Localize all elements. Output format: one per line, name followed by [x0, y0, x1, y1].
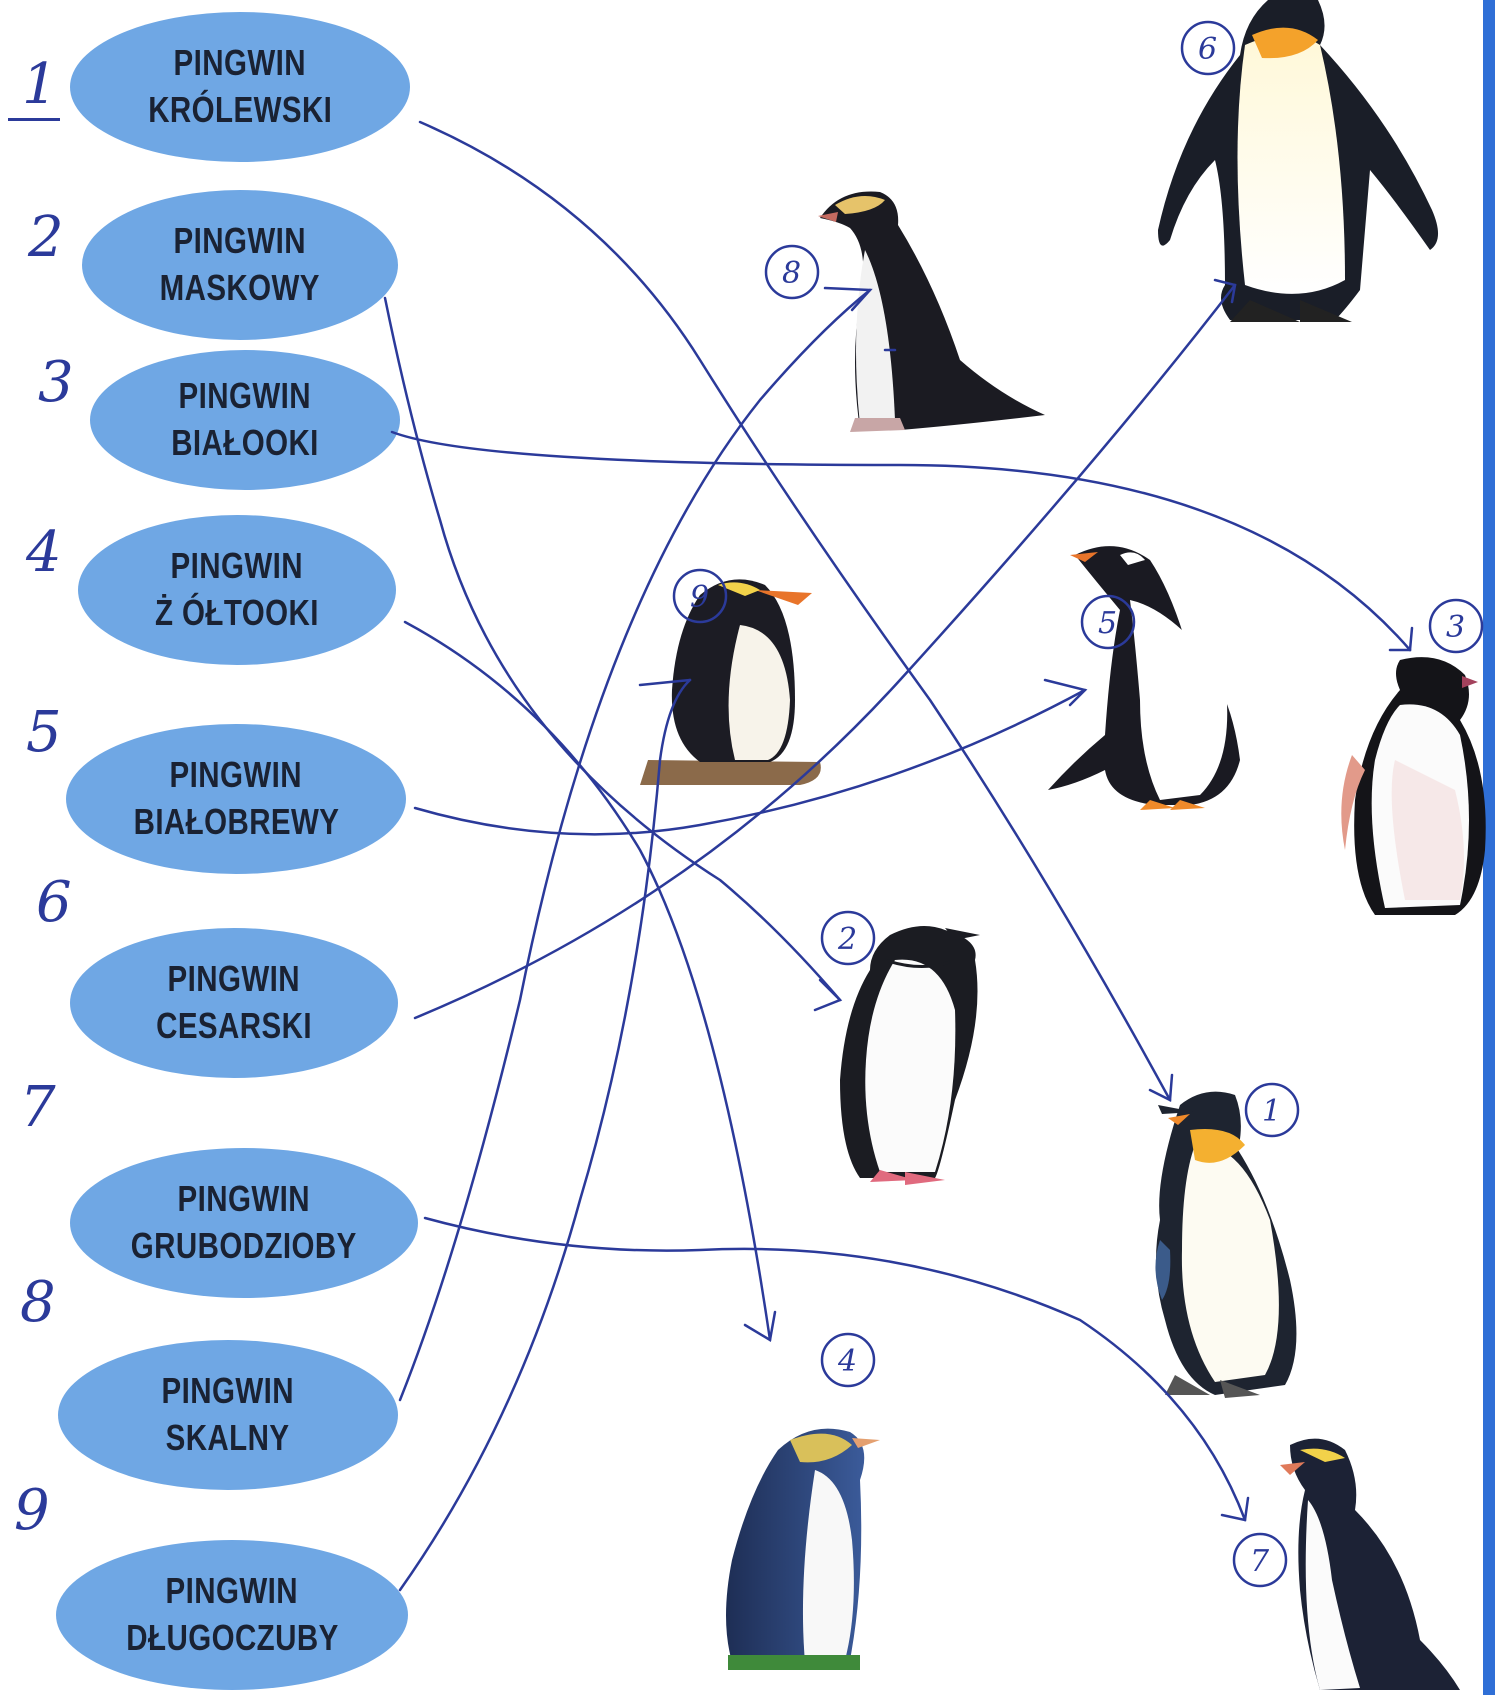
- hand-number-1: 1: [22, 52, 58, 117]
- hand-number-8: 8: [20, 1270, 56, 1335]
- label-line: PINGWIN: [170, 545, 304, 587]
- line-8-to-rockhopper-upper: [398, 288, 872, 1402]
- label-line: PINGWIN: [169, 754, 303, 796]
- photo-number-4: 4: [837, 1344, 857, 1379]
- circle-4: [820, 1332, 876, 1388]
- connector-lines: [383, 120, 1414, 1592]
- label-species: BIAŁOOKI: [171, 422, 319, 463]
- label-pill-3: PINGWIN BIAŁOOKI: [90, 350, 400, 490]
- label-species: DŁUGOCZUBY: [125, 1617, 339, 1658]
- line-9-to-rockhopper: [398, 678, 692, 1592]
- hand-number-9: 9: [14, 1478, 50, 1543]
- page-edge-bar: [1483, 0, 1495, 1695]
- label-line: PINGWIN: [165, 1570, 299, 1612]
- label-species: CESARSKI: [156, 1005, 312, 1046]
- chinstrap-penguin-icon: [840, 926, 980, 1185]
- photo-number-3: 3: [1446, 610, 1465, 645]
- circle-9: [672, 568, 728, 624]
- rockhopper-penguin-icon: [640, 579, 821, 785]
- emperor-penguin-icon: [1158, 0, 1439, 322]
- label-pill-8: PINGWIN SKALNY: [58, 1340, 398, 1490]
- hand-number-3: 3: [38, 350, 74, 415]
- label-line: PINGWIN: [173, 220, 307, 262]
- adelie-penguin-icon: [1341, 657, 1486, 915]
- line-7-to-fiordland: [423, 1216, 1247, 1522]
- label-pill-2: PINGWIN MASKOWY: [82, 190, 398, 340]
- circle-6: [1180, 20, 1236, 76]
- circle-3: [1428, 598, 1484, 654]
- photo-number-7: 7: [1250, 1544, 1270, 1579]
- photo-number-6: 6: [1198, 32, 1217, 67]
- circle-7: [1232, 1532, 1288, 1588]
- line-3-to-adelie: [390, 430, 1412, 652]
- line-1-to-king: [418, 120, 1172, 1102]
- photo-number-2: 2: [837, 922, 857, 957]
- label-species: MASKOWY: [159, 267, 321, 308]
- gentoo-penguin-icon: [1048, 546, 1240, 810]
- line-2-to-chinstrap: [383, 296, 842, 1002]
- label-pill-4: PINGWIN Ż ÓŁTOOKI: [78, 515, 396, 665]
- hand-number-2: 2: [28, 205, 64, 270]
- photo-number-5: 5: [1098, 606, 1117, 641]
- label-pill-6: PINGWIN CESARSKI: [70, 928, 398, 1078]
- line-6-to-emperor: [413, 283, 1237, 1020]
- yellow-eyed-penguin-standing-icon: [726, 1428, 880, 1670]
- photo-number-8: 8: [782, 256, 801, 291]
- label-line: PINGWIN: [173, 42, 307, 84]
- label-line: PINGWIN: [178, 375, 312, 417]
- line-4-to-yellow-eyed: [403, 620, 772, 1342]
- circled-numbers: [672, 20, 1484, 1588]
- label-pill-7: PINGWIN GRUBODZIOBY: [70, 1148, 418, 1298]
- label-species: SKALNY: [166, 1417, 290, 1458]
- label-species: Ż ÓŁTOOKI: [155, 592, 319, 633]
- fiordland-penguin-icon: [1280, 1438, 1460, 1690]
- photo-number-1: 1: [1262, 1094, 1281, 1129]
- label-pill-9: PINGWIN DŁUGOCZUBY: [56, 1540, 408, 1690]
- label-species: BIAŁOBREWY: [133, 801, 339, 842]
- label-species: GRUBODZIOBY: [131, 1225, 357, 1266]
- circle-2: [820, 910, 876, 966]
- underline-mark: [8, 118, 60, 121]
- hand-number-6: 6: [36, 870, 72, 935]
- photo-number-9: 9: [690, 580, 709, 615]
- hand-number-4: 4: [26, 520, 62, 585]
- circle-1: [1244, 1082, 1300, 1138]
- king-penguin-icon: [1155, 1091, 1297, 1398]
- line-5-to-gentoo: [413, 688, 1087, 836]
- hand-number-7: 7: [20, 1075, 56, 1140]
- circle-5: [1080, 594, 1136, 650]
- label-species: KRÓLEWSKI: [147, 89, 333, 130]
- label-line: PINGWIN: [167, 958, 301, 1000]
- circle-8: [764, 244, 820, 300]
- label-line: PINGWIN: [161, 1370, 295, 1412]
- label-pill-5: PINGWIN BIAŁOBREWY: [66, 724, 406, 874]
- yellow-eyed-penguin-icon: [818, 191, 1045, 432]
- label-line: PINGWIN: [177, 1178, 311, 1220]
- hand-number-5: 5: [26, 700, 62, 765]
- label-pill-1: PINGWIN KRÓLEWSKI: [70, 12, 410, 162]
